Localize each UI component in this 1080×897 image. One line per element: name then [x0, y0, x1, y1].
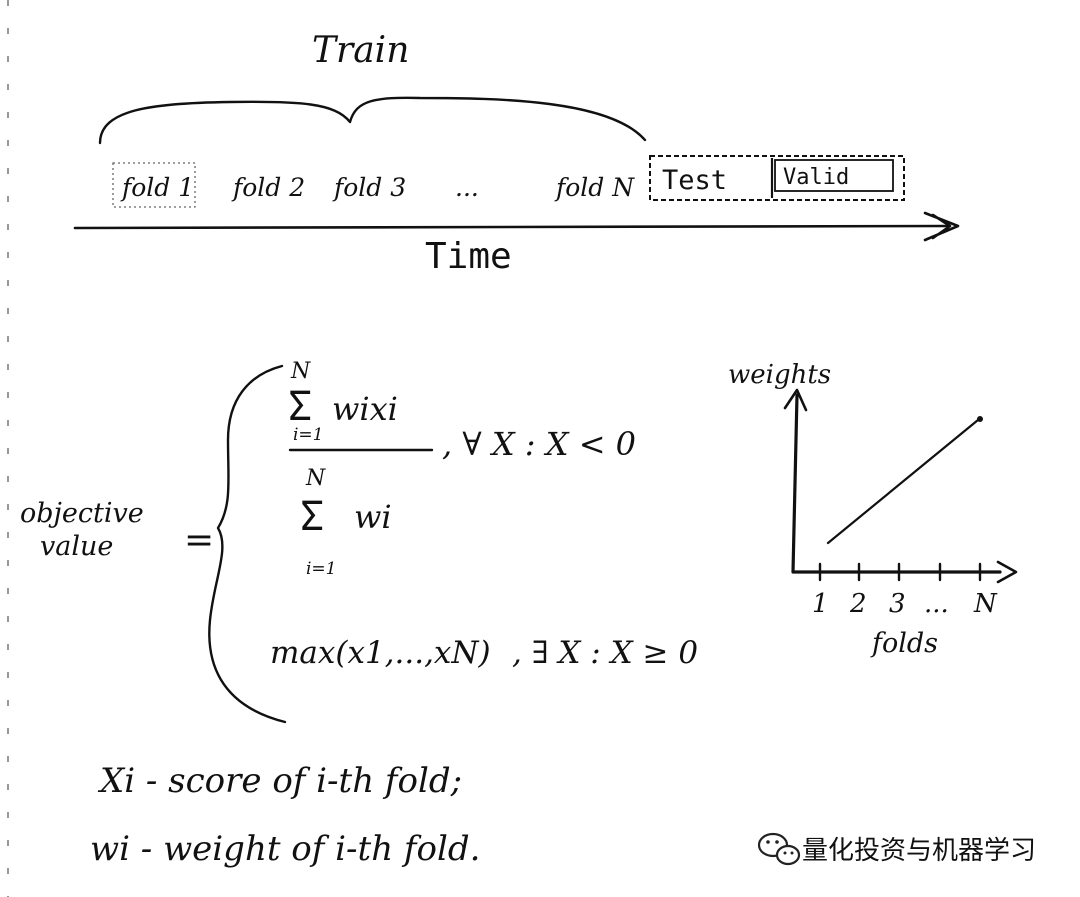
max-expression: max(x1,...,xN) [270, 635, 491, 671]
time-label: Time [425, 236, 512, 277]
train-label: Train [312, 30, 409, 71]
fold-label-n: fold N [554, 173, 635, 202]
numerator-term: wixi [332, 390, 398, 428]
fold-ellipsis: ... [455, 173, 479, 202]
objective-equals: = [184, 520, 214, 561]
weights-sketch: weights 1 2 3 ... N folds [728, 360, 1018, 659]
objective-label-line2: value [40, 531, 113, 562]
objective-definition: objective value = N Σ i=1 wixi N Σ i=1 w… [20, 359, 698, 724]
num-sum-upper: N [290, 359, 311, 384]
train-brace [98, 96, 647, 145]
x-tick-label-3: 3 [889, 589, 906, 619]
denominator-term: wi [354, 498, 392, 536]
x-tick-label-ellipsis: ... [924, 589, 949, 619]
valid-inner-box [774, 159, 894, 192]
wechat-icon [757, 832, 801, 866]
x-axis-arrowhead [996, 560, 1018, 584]
folds-axis-label: folds [870, 628, 938, 659]
x-tick-label-1: 1 [812, 589, 829, 619]
case2-condition: , ∃ X : X ≥ 0 [512, 635, 698, 671]
y-axis-arrowhead [783, 388, 808, 412]
x-tick-label-2: 2 [849, 589, 867, 619]
timeline-diagram: Train fold 1 fold 2 fold 3 ... fold N Te… [73, 30, 960, 277]
fold-label-3: fold 3 [332, 173, 406, 202]
fold-label-1: fold 1 [120, 173, 194, 202]
den-sum-lower: i=1 [306, 559, 337, 579]
watermark-text: 量化投资与机器学习 [802, 836, 1036, 866]
weights-trend-line [826, 418, 980, 545]
fold-label-2: fold 2 [231, 173, 305, 202]
test-valid-box [649, 155, 905, 201]
objective-label-line1: objective [20, 498, 144, 529]
weights-axes [791, 393, 1002, 574]
fold-1-box [112, 162, 196, 208]
num-sum-lower: i=1 [293, 425, 324, 445]
case1-condition: , ∀ X : X < 0 [442, 425, 636, 463]
legend-weight-line: wi - weight of i-th fold. [90, 829, 480, 869]
valid-label: Valid [783, 165, 849, 190]
den-sum-upper: N [305, 466, 326, 491]
weights-trend-end-dot [977, 416, 983, 422]
cases-brace [208, 364, 287, 724]
test-label: Test [662, 165, 727, 196]
max-case: max(x1,...,xN) , ∃ X : X ≥ 0 [270, 635, 698, 671]
time-axis-line [73, 224, 950, 230]
x-tick-label-n: N [973, 589, 998, 619]
time-arrow-head [923, 211, 960, 242]
num-sigma-icon: Σ [288, 384, 312, 430]
den-sigma-icon: Σ [300, 494, 324, 540]
weights-axis-label: weights [728, 360, 831, 390]
legend-score-line: Xi - score of i-th fold; [97, 761, 462, 801]
legend-notes: Xi - score of i-th fold; wi - weight of … [90, 761, 480, 869]
watermark: 量化投资与机器学习 [757, 832, 1036, 866]
weighted-average-case: N Σ i=1 wixi N Σ i=1 wi , ∀ X : X < 0 [288, 359, 636, 579]
